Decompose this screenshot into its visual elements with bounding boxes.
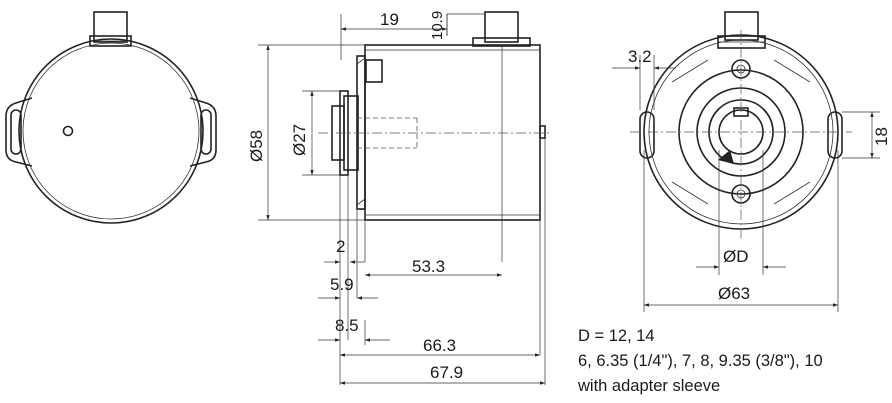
left-tab xyxy=(5,97,33,167)
dim-58: Ø58 xyxy=(247,130,266,162)
dim-8-5: 8.5 xyxy=(335,316,359,335)
center-hole xyxy=(62,125,74,137)
housing-circle xyxy=(18,38,204,224)
dim-3-2: 3.2 xyxy=(628,47,652,66)
dim-18: 18 xyxy=(872,127,891,146)
dim-53-3: 53.3 xyxy=(412,257,445,276)
dim-27: Ø27 xyxy=(290,124,309,156)
front-view xyxy=(630,11,852,240)
dim-10-9: 10.9 xyxy=(429,11,446,40)
back-view xyxy=(5,11,217,224)
note-line-1: D = 12, 14 xyxy=(578,327,655,345)
dim-19: 19 xyxy=(380,10,399,29)
encoder-body xyxy=(364,44,541,221)
left-slot xyxy=(639,111,655,159)
side-view xyxy=(318,11,550,221)
note-line-3: with adapter sleeve xyxy=(578,377,721,395)
dim-63: Ø63 xyxy=(718,284,750,303)
note-line-2: 6, 6.35 (1/4"), 7, 8, 9.35 (3/8"), 10 xyxy=(578,352,823,370)
dimensions: 19 10.9 Ø58 Ø27 2 53.3 5.9 8.5 66.3 xyxy=(247,10,891,385)
dim-D: ØD xyxy=(723,247,749,266)
right-slot xyxy=(827,111,843,159)
dim-5-9: 5.9 xyxy=(330,275,354,294)
dim-67-9: 67.9 xyxy=(430,363,463,382)
dim-2: 2 xyxy=(336,237,345,256)
connector-top xyxy=(93,11,128,43)
notes: D = 12, 14 6, 6.35 (1/4"), 7, 8, 9.35 (3… xyxy=(578,324,823,399)
dim-66-3: 66.3 xyxy=(423,336,456,355)
right-tab xyxy=(189,97,217,167)
